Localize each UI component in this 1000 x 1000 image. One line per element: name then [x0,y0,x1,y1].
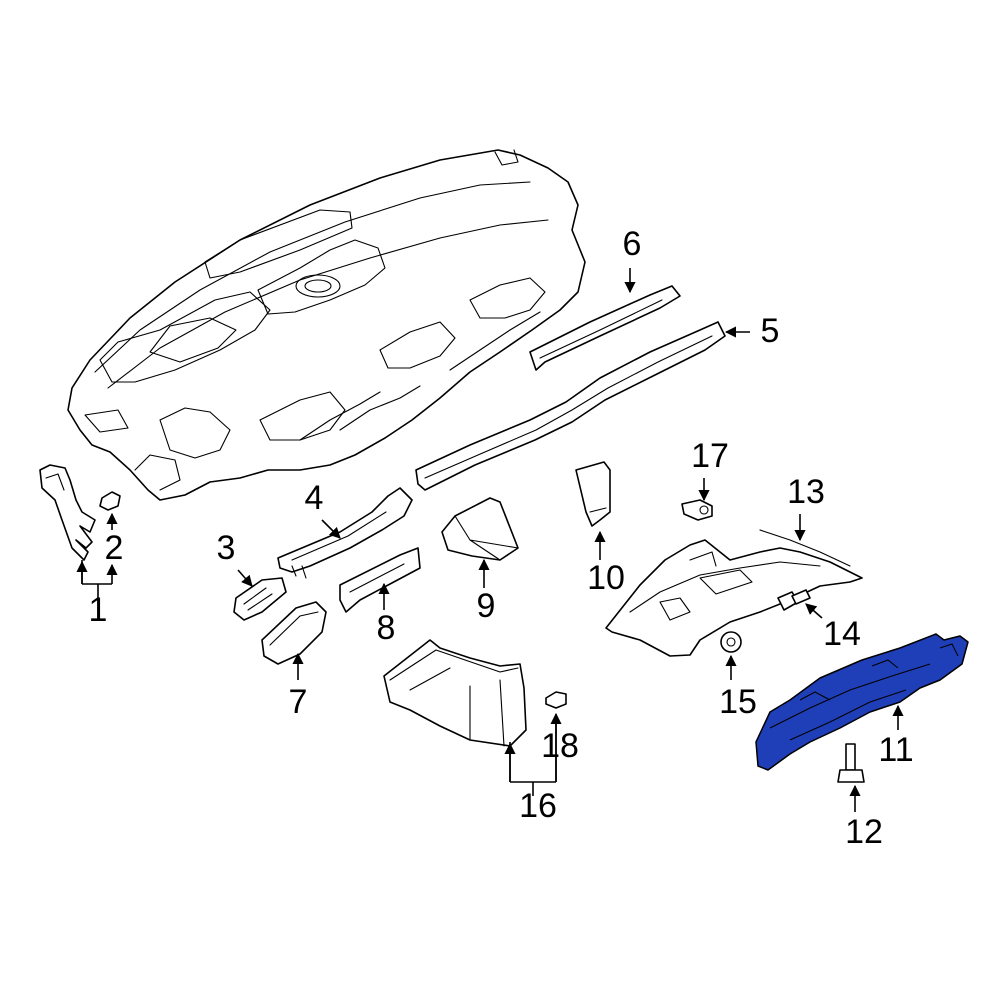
part-15-nut[interactable] [720,631,742,653]
part-13-bracket[interactable] [605,529,863,657]
callout-10: 10 [587,559,625,597]
part-4-trim[interactable] [277,487,413,579]
callout-18: 18 [541,727,579,765]
callout-11: 11 [878,731,913,769]
part-17-bolt[interactable] [681,499,713,521]
part-5-trim[interactable] [415,321,726,491]
callout-3: 3 [217,529,236,567]
callout-16: 16 [519,787,557,825]
callout-5: 5 [761,312,780,350]
callout-17: 17 [691,437,729,475]
part-12-bolt[interactable] [837,743,865,783]
callout-4: 4 [305,479,324,517]
callout-7: 7 [289,683,308,721]
part-6-strip[interactable] [529,285,681,371]
leader-lines [76,268,904,812]
callout-8: 8 [377,609,396,647]
part-7-housing[interactable] [261,601,327,665]
part-18-clip[interactable] [545,691,567,709]
part-16-glove-box[interactable] [383,639,527,747]
part-3-vent[interactable] [233,577,287,621]
part-8-panel[interactable] [339,547,421,613]
callout-13: 13 [787,473,825,511]
callout-1: 1 [89,591,108,629]
callout-2: 2 [105,529,124,567]
part-1-bracket[interactable] [39,464,96,561]
callout-labels: 1 2 3 4 5 6 7 8 9 10 11 12 13 14 15 16 1… [89,225,914,851]
part-9-panel[interactable] [441,497,519,561]
part-11-knee-bolster[interactable] [755,633,969,771]
part-10-cover[interactable] [575,461,611,527]
callout-15: 15 [719,683,757,721]
callout-14: 14 [823,615,861,653]
instrument-panel-frame[interactable] [67,149,586,501]
callout-12: 12 [845,813,883,851]
callout-9: 9 [477,587,496,625]
part-2-clip[interactable] [99,491,121,511]
callout-6: 6 [623,225,642,263]
part-14-bolt[interactable] [777,589,811,611]
